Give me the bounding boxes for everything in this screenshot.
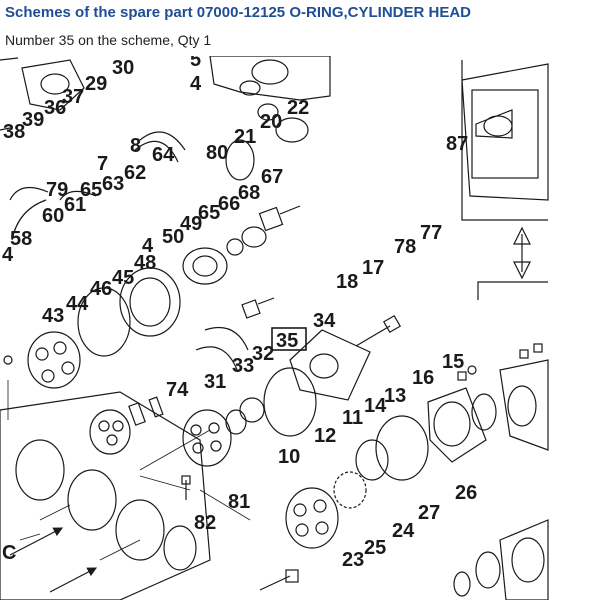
label-45[interactable]: 45 <box>112 267 134 289</box>
label-50[interactable]: 50 <box>162 226 184 248</box>
label-14[interactable]: 14 <box>364 395 387 417</box>
label-33[interactable]: 33 <box>232 355 254 377</box>
scheme-drawing <box>0 56 549 600</box>
label-16[interactable]: 16 <box>412 367 434 389</box>
label-29[interactable]: 29 <box>85 73 107 95</box>
label-44[interactable]: 44 <box>66 293 89 315</box>
label-64[interactable]: 64 <box>152 144 175 166</box>
label-5[interactable]: 5 <box>190 56 201 71</box>
label-25[interactable]: 25 <box>364 537 386 559</box>
label-79[interactable]: 79 <box>46 179 68 201</box>
label-7[interactable]: 7 <box>97 153 108 175</box>
page-header: Schemes of the spare part 07000-12125 O-… <box>0 0 600 56</box>
label-11[interactable]: 11 <box>342 407 363 429</box>
label-58[interactable]: 58 <box>10 228 32 250</box>
label-4[interactable]: 4 <box>190 73 202 95</box>
label-37[interactable]: 37 <box>62 86 84 108</box>
label-60[interactable]: 60 <box>42 205 64 227</box>
callout-labels: 5 4 29 30 37 36 38 39 22 20 21 8 64 80 7… <box>2 56 477 571</box>
label-87[interactable]: 87 <box>446 133 468 155</box>
leader-lines <box>7 380 251 561</box>
label-12[interactable]: 12 <box>314 425 336 447</box>
label-67[interactable]: 67 <box>261 166 283 188</box>
label-20[interactable]: 20 <box>260 111 282 133</box>
highlight-box-35 <box>271 327 307 351</box>
label-34[interactable]: 34 <box>313 310 336 332</box>
label-49[interactable]: 49 <box>180 213 202 235</box>
label-66[interactable]: 66 <box>218 193 240 215</box>
label-8[interactable]: 8 <box>130 135 141 157</box>
label-35[interactable]: 35 <box>276 330 298 352</box>
label-30[interactable]: 30 <box>112 57 134 79</box>
label-63[interactable]: 63 <box>102 173 124 195</box>
arrows <box>9 527 98 593</box>
label-15[interactable]: 15 <box>442 351 464 373</box>
label-77[interactable]: 77 <box>420 222 442 244</box>
label-62[interactable]: 62 <box>124 162 146 184</box>
label-17[interactable]: 17 <box>362 257 384 279</box>
label-65b[interactable]: 65 <box>198 202 220 224</box>
page-title: Schemes of the spare part 07000-12125 O-… <box>5 4 471 21</box>
label-80[interactable]: 80 <box>206 142 228 164</box>
label-81[interactable]: 81 <box>228 491 250 513</box>
label-26[interactable]: 26 <box>455 482 477 504</box>
label-23[interactable]: 23 <box>342 549 364 571</box>
label-65[interactable]: 65 <box>80 179 102 201</box>
label-74[interactable]: 74 <box>166 379 189 401</box>
label-13[interactable]: 13 <box>384 385 406 407</box>
label-4c[interactable]: 4 <box>142 235 154 257</box>
label-38[interactable]: 38 <box>3 121 25 143</box>
spare-parts-scheme: 5 4 29 30 37 36 38 39 22 20 21 8 64 80 7… <box>0 56 549 600</box>
label-36[interactable]: 36 <box>44 97 66 119</box>
label-46[interactable]: 46 <box>90 278 112 300</box>
part-position-subtitle: Number 35 on the scheme, Qty 1 <box>5 32 212 48</box>
label-10[interactable]: 10 <box>278 446 300 468</box>
label-61[interactable]: 61 <box>64 194 86 216</box>
label-32[interactable]: 32 <box>252 343 274 365</box>
label-27[interactable]: 27 <box>418 502 440 524</box>
label-4b[interactable]: 4 <box>2 244 14 266</box>
label-43[interactable]: 43 <box>42 305 64 327</box>
label-22[interactable]: 22 <box>287 97 309 119</box>
label-24[interactable]: 24 <box>392 520 415 542</box>
label-31[interactable]: 31 <box>204 371 226 393</box>
label-21[interactable]: 21 <box>234 126 256 148</box>
label-78[interactable]: 78 <box>394 236 416 258</box>
label-48[interactable]: 48 <box>134 252 156 274</box>
label-82[interactable]: 82 <box>194 512 216 534</box>
label-C[interactable]: C <box>2 542 16 564</box>
label-68[interactable]: 68 <box>238 182 260 204</box>
label-39[interactable]: 39 <box>22 109 44 131</box>
label-18[interactable]: 18 <box>336 271 358 293</box>
